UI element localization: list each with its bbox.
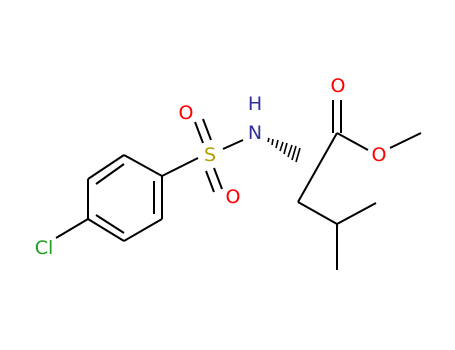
o-methyl-bond (389, 132, 422, 149)
ring-bond (123, 154, 163, 177)
chlorine-atom: Cl (35, 237, 54, 259)
sulfur-atom: S (204, 144, 216, 166)
ring-double-bond (95, 163, 125, 185)
s-o-double-bond (213, 167, 223, 190)
ring-bond (123, 218, 163, 242)
s-o-double-bond (205, 170, 215, 193)
c-c-bond (297, 201, 338, 225)
s-o-double-bond (194, 121, 204, 144)
nitrogen-atom: N (248, 122, 262, 144)
sulfonyl-oxygen-top: O (179, 102, 194, 124)
c-c-bond (297, 132, 338, 203)
bonds (55, 100, 422, 270)
c-c-bond (336, 202, 377, 225)
ester-oxygen: O (372, 144, 387, 166)
s-n-bond (222, 139, 244, 150)
ring-bond (87, 154, 125, 180)
sulfonyl-oxygen-bottom: O (226, 186, 241, 208)
ring-bond (87, 218, 125, 242)
hydrogen-atom: H (248, 93, 262, 115)
carbonyl-oxygen: O (331, 75, 346, 97)
c-cl-bond (55, 218, 89, 239)
c-o-bond (336, 132, 369, 151)
c-s-bond (161, 157, 199, 177)
ring-double-bond (95, 214, 125, 234)
stereo-hashed-wedge (267, 137, 301, 163)
s-o-double-bond (202, 118, 212, 141)
